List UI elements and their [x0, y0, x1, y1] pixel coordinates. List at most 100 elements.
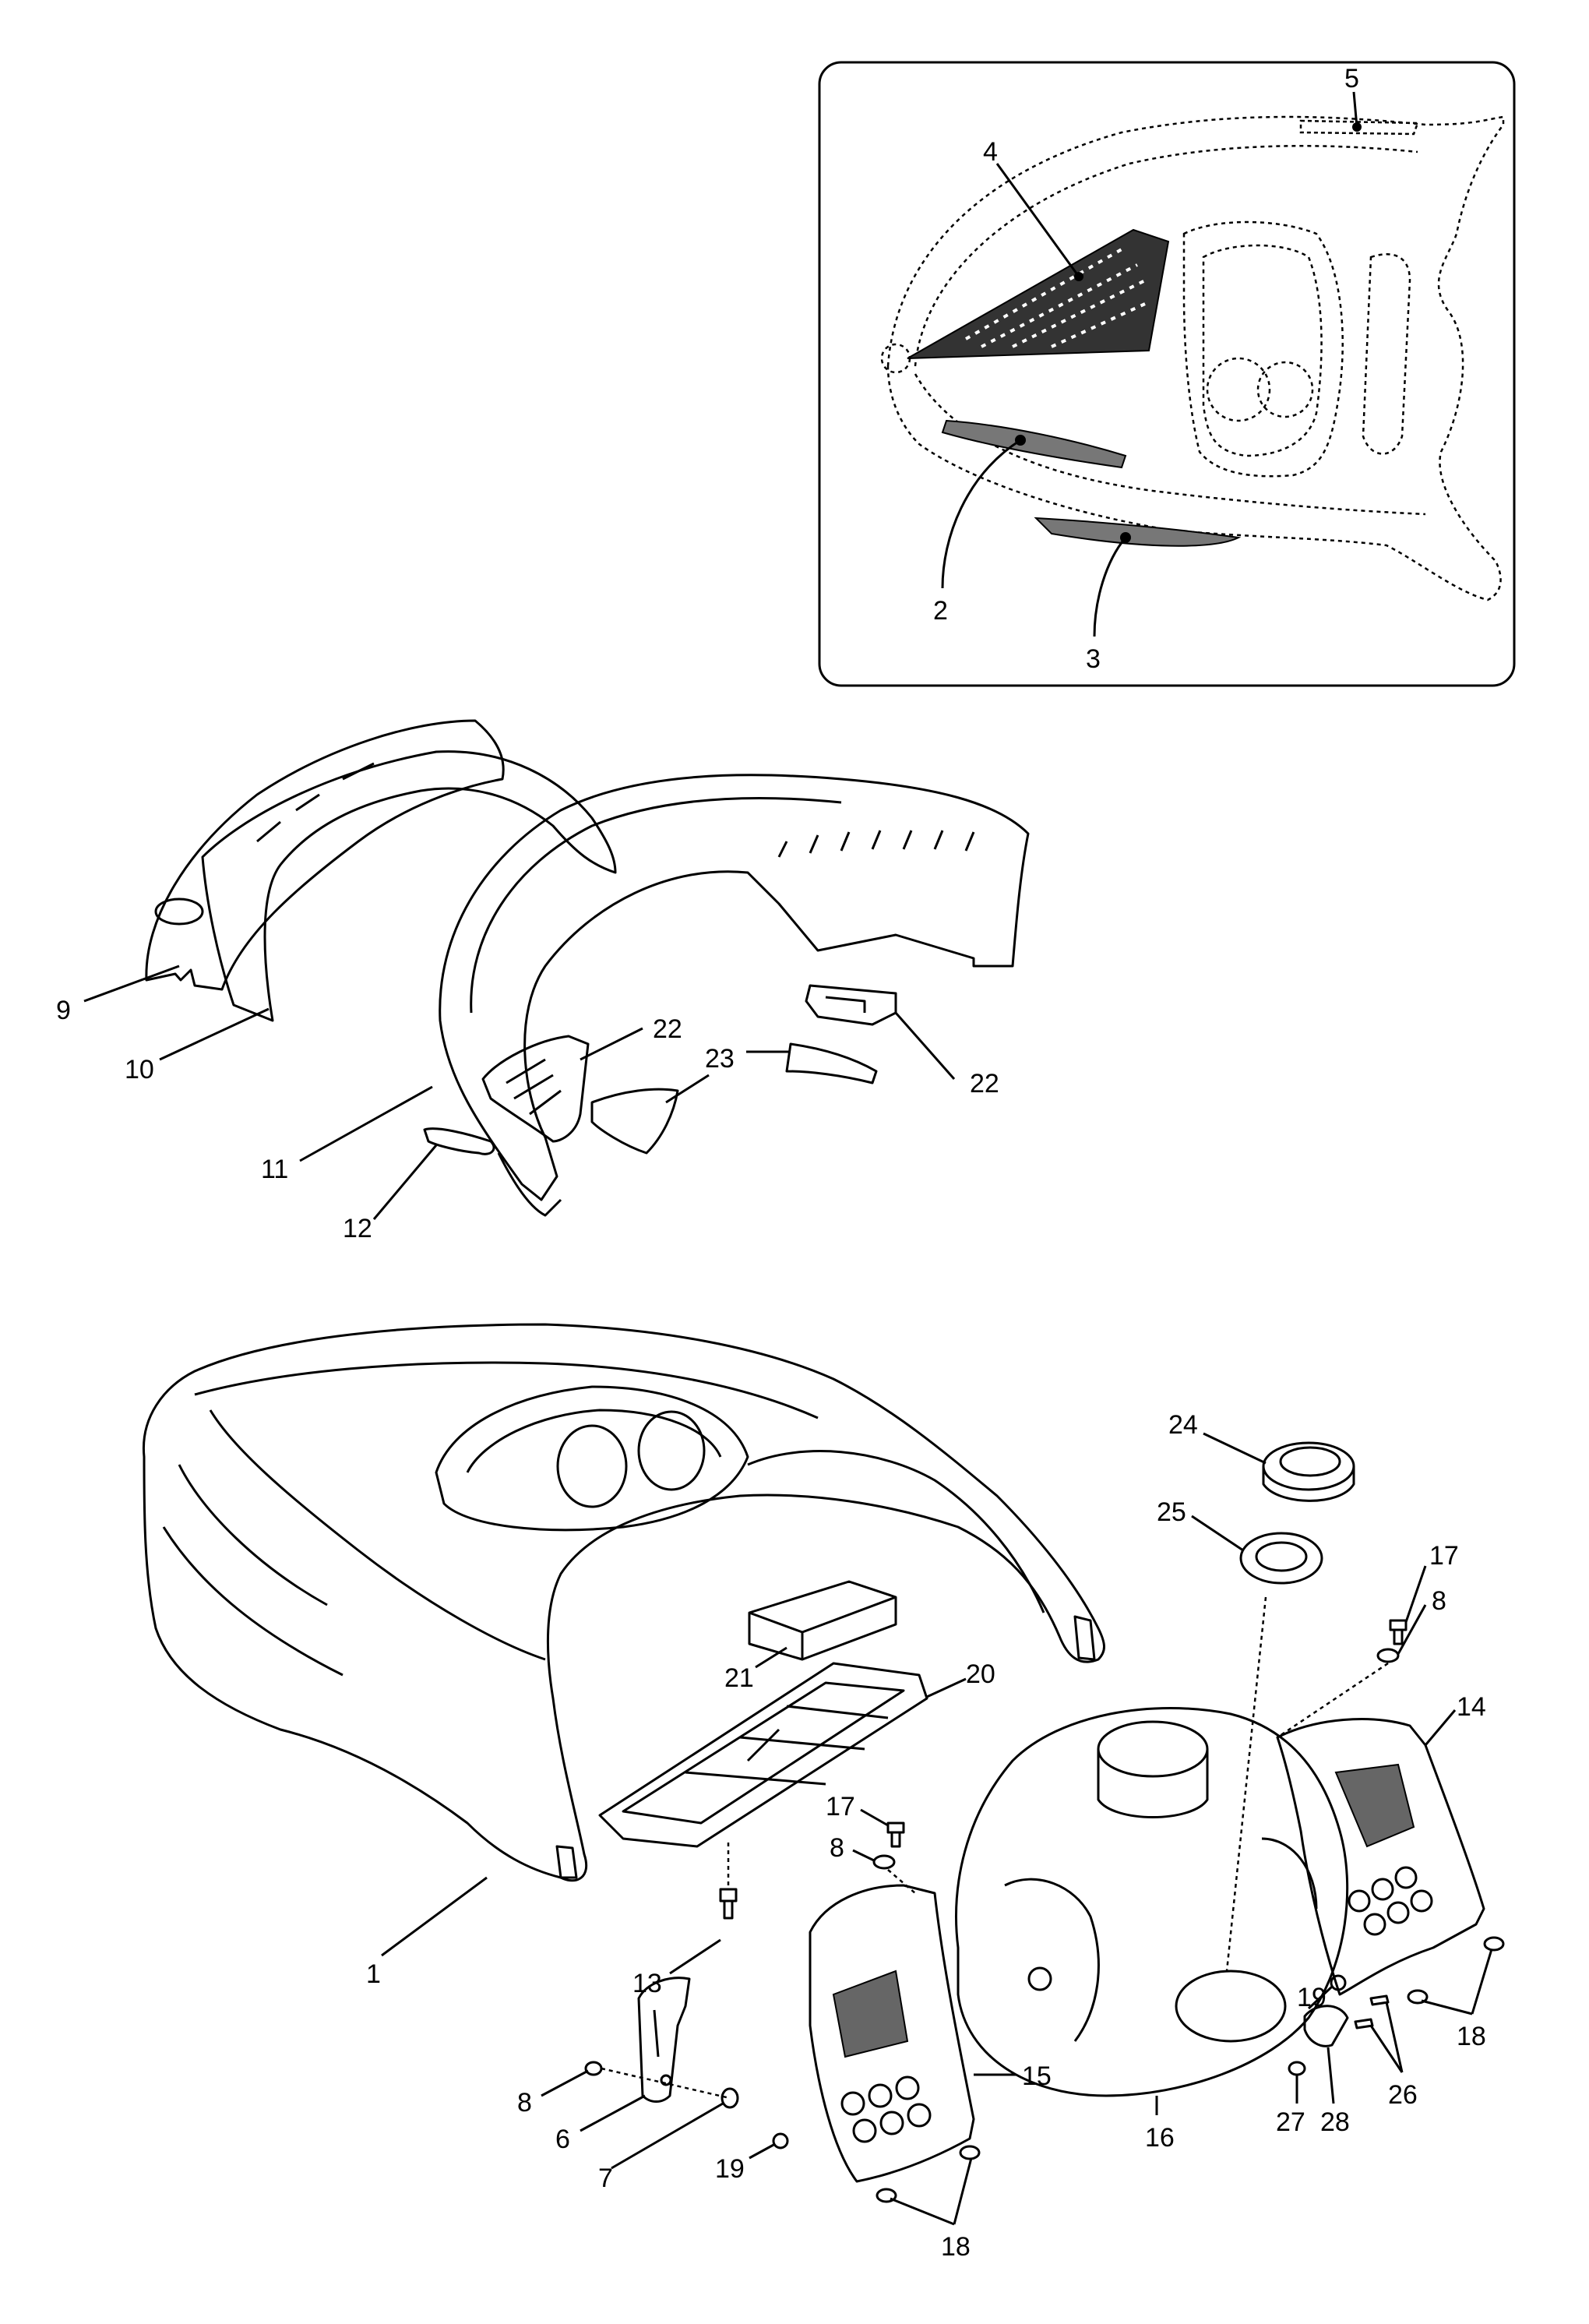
part-17-screw-lower [886, 1821, 905, 1848]
part-8-washer-bottom [584, 2061, 603, 2076]
leader-22-left [580, 1027, 643, 1061]
decal-3-mesh [1034, 517, 1242, 547]
part-15-mesh [832, 1970, 909, 2058]
leader-20 [926, 1677, 967, 1698]
axis-6-7-8 [601, 2067, 731, 2100]
leader-3 [1093, 537, 1127, 637]
part-1-hood-scoop [209, 1409, 546, 1661]
part-22-left-detail [506, 1058, 562, 1116]
leader-23-b [665, 1074, 710, 1104]
part-1-hood-ridge-top [194, 1361, 819, 1419]
part-26-screw-b [1369, 1994, 1390, 2006]
part-18-rivet-left-b [959, 2145, 981, 2160]
part-15-hole-2 [868, 2083, 893, 2108]
leader-18-left-b [953, 2157, 973, 2225]
part-1-right-gauge [637, 1410, 706, 1491]
callout-20: 20 [966, 1659, 995, 1689]
callout-12: 12 [343, 1214, 372, 1243]
axis-17-8-upper [1277, 1662, 1389, 1739]
leader-21 [755, 1646, 787, 1669]
callout-8-upper: 8 [1432, 1586, 1446, 1616]
callout-1: 1 [366, 1959, 381, 1989]
part-25-gasket-inner [1255, 1541, 1308, 1572]
callout-26: 26 [1388, 2080, 1418, 2110]
leader-7 [611, 2102, 724, 2170]
callout-22-right: 22 [970, 1069, 999, 1099]
callout-8-lower: 8 [830, 1833, 844, 1863]
part-6-latch [637, 1977, 691, 2103]
part-1-hood [142, 1323, 1105, 1882]
leader-18-right-b [1471, 1948, 1493, 2015]
inset-frame [818, 61, 1516, 687]
part-1-front-vent [555, 1845, 578, 1879]
part-24-ring-outer [1262, 1441, 1355, 1491]
decal-2-mesh [941, 419, 1127, 469]
callout-23: 23 [705, 1044, 735, 1074]
part-27-nut [1288, 2061, 1306, 2076]
leader-17-upper [1404, 1565, 1427, 1623]
part-16-boss [1027, 1966, 1052, 1991]
part-24-ring-inner [1279, 1446, 1341, 1477]
part-20-tray-ribs [685, 1705, 889, 1786]
leader-19-right [1307, 1985, 1334, 2010]
leader-1 [381, 1876, 488, 1957]
part-16-upper-opening [1097, 1720, 1209, 1778]
callout-14: 14 [1457, 1692, 1486, 1722]
part-15-panel [809, 1884, 975, 2183]
callout-22-left: 22 [653, 1014, 682, 1044]
leader-4 [995, 163, 1080, 277]
part-1-left-gauge [556, 1424, 628, 1508]
part-1-right-arch [747, 1450, 1045, 1613]
leader-8-bottom [541, 2069, 589, 2097]
leader-5 [1352, 91, 1358, 128]
part-14-hole-1 [1348, 1889, 1371, 1913]
part-22-right-bracket [805, 984, 897, 1026]
leader-8-upper [1397, 1604, 1427, 1655]
axis-25-16 [1225, 1596, 1267, 1972]
leader-26-a [1369, 2025, 1404, 2073]
inset-left-gauge [1206, 357, 1271, 422]
inset-right-gauge [1256, 361, 1314, 418]
callout-13: 13 [632, 1969, 662, 1998]
part-11-liner [439, 774, 1030, 1201]
part-16-contours [1004, 1837, 1318, 2042]
part-16-lower-opening [1175, 1970, 1287, 2043]
axis-17-8-lower [887, 1869, 916, 1894]
part-15-hole-1 [840, 2091, 865, 2116]
part-21-pad [748, 1580, 897, 1661]
callout-17-lower: 17 [826, 1792, 855, 1821]
part-15-hole-6 [907, 2103, 932, 2128]
main-hood-group: 1 13 8 6 7 19 18 15 16 21 20 17 8 24 25 … [142, 1323, 1505, 2262]
inset-gauge-recess [1362, 253, 1411, 455]
part-9-trim [145, 719, 505, 991]
leader-17-lower [860, 1808, 889, 1827]
part-14-hole-3 [1394, 1866, 1418, 1889]
callout-25: 25 [1157, 1497, 1186, 1527]
callout-7: 7 [598, 2164, 613, 2193]
part-20-tray [598, 1662, 928, 1848]
inset-console-cavity [1182, 220, 1344, 478]
leader-9 [83, 965, 180, 1003]
inset-hood-outline [886, 115, 1505, 601]
leader-25 [1191, 1515, 1244, 1552]
part-10-trim [201, 750, 617, 1022]
part-22-left-bracket [481, 1035, 590, 1143]
part-16-upper-collar [1097, 1749, 1209, 1818]
callout-21: 21 [724, 1663, 754, 1693]
callout-5: 5 [1344, 64, 1359, 93]
part-14-hole-5 [1386, 1901, 1410, 1924]
part-14-hole-4 [1363, 1913, 1386, 1936]
part-14-panel [1276, 1718, 1485, 1996]
leader-6 [580, 2094, 646, 2132]
callout-15: 15 [1022, 2061, 1052, 2091]
callout-9: 9 [56, 996, 71, 1025]
leader-26-b [1385, 2001, 1404, 2073]
part-15-hole-5 [879, 2111, 904, 2135]
callout-10: 10 [125, 1055, 154, 1084]
part-24-ring-body [1262, 1466, 1355, 1502]
inset-nose-circle [880, 343, 911, 374]
leader-12 [372, 1144, 438, 1220]
part-1-rear-vent [1073, 1615, 1096, 1661]
callout-4: 4 [983, 137, 998, 167]
callout-17-upper: 17 [1429, 1541, 1459, 1571]
